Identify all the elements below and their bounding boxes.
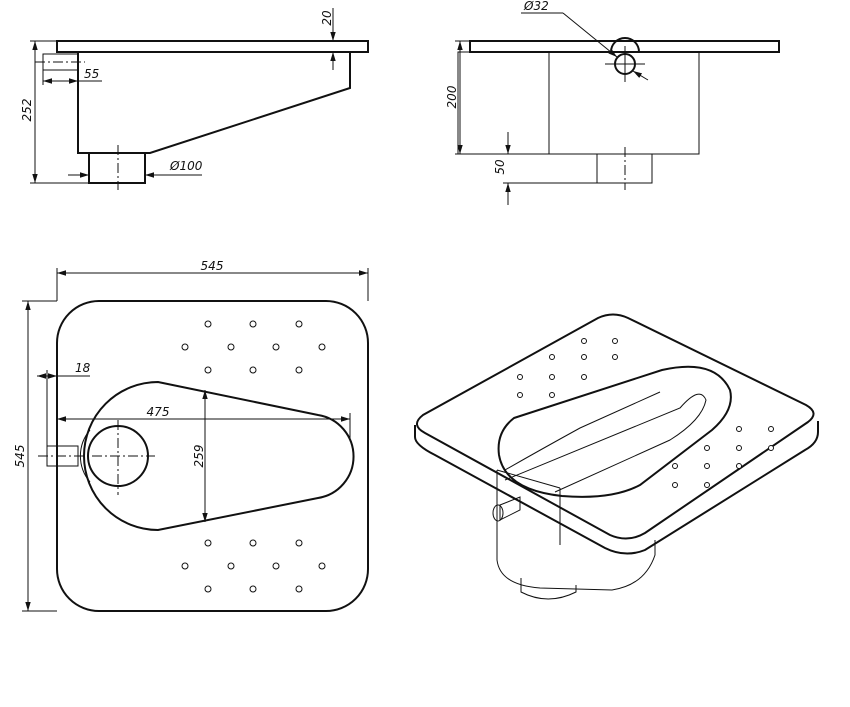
plan-hole [295, 366, 303, 374]
plan-hole [318, 343, 326, 351]
iso-plate-top [416, 313, 815, 540]
plan-hole [318, 562, 326, 570]
iso-hole [736, 426, 742, 432]
iso-hole-group-bottom [672, 426, 774, 488]
iso-drain [520, 578, 577, 600]
iso-bowl-inner [504, 393, 707, 493]
side-body [77, 52, 351, 154]
dim-20-label: 20 [320, 10, 334, 26]
dim-50-label: 50 [493, 159, 507, 175]
iso-bowl-floor [504, 391, 661, 471]
side-view: 20 55 252 Ø100 [20, 8, 369, 190]
iso-hole [704, 463, 710, 469]
iso-inlet-pipe [499, 496, 521, 521]
dim-545d-label: 545 [13, 445, 27, 468]
iso-hole [672, 482, 678, 488]
plan-hole [295, 539, 303, 547]
plan-hole [227, 562, 235, 570]
dim-252-label: 252 [20, 99, 34, 122]
iso-plate-edge [414, 421, 819, 555]
iso-hole [768, 445, 774, 451]
dim-545w-label: 545 [201, 259, 224, 273]
plan-bowl [83, 380, 355, 532]
plan-hole [272, 343, 280, 351]
iso-hole [704, 482, 710, 488]
side-slab [56, 40, 369, 53]
iso-hole [517, 374, 523, 380]
front-view: Ø32 200 50 [445, 0, 780, 205]
dim-18-label: 18 [75, 361, 91, 375]
plan-hole [249, 366, 257, 374]
dim-32-label: Ø32 [523, 0, 549, 13]
iso-hole [612, 354, 618, 360]
plan-hole [249, 539, 257, 547]
front-inlet-arc [610, 37, 640, 53]
plan-hole [249, 585, 257, 593]
dim-32-arrow2 [632, 70, 649, 81]
iso-hole [704, 445, 710, 451]
iso-hole [549, 354, 555, 360]
iso-hole [581, 354, 587, 360]
iso-hole [517, 392, 523, 398]
plan-hole [227, 343, 235, 351]
iso-inlet-end [492, 504, 504, 522]
plan-hole [204, 366, 212, 374]
iso-hole [549, 392, 555, 398]
iso-hole [736, 463, 742, 469]
dim-100-label: Ø100 [169, 159, 203, 173]
plan-hole [272, 562, 280, 570]
iso-bowl-rim [497, 365, 732, 498]
iso-hole [549, 374, 555, 380]
plan-hole-group-top [181, 320, 326, 374]
iso-hole [581, 374, 587, 380]
iso-hole [581, 338, 587, 344]
side-drain-pipe [88, 152, 146, 184]
iso-hole [736, 445, 742, 451]
plan-view: 545 545 18 475 259 [13, 259, 369, 612]
plan-hole [181, 343, 189, 351]
plan-hole [181, 562, 189, 570]
plan-hole-group-bottom [181, 539, 326, 593]
dim-32-leader [562, 12, 618, 58]
dim-475-label: 475 [147, 405, 170, 419]
iso-hole-group-top [517, 338, 618, 398]
plan-hole [295, 585, 303, 593]
plan-hole [204, 320, 212, 328]
iso-hole [768, 426, 774, 432]
dim-259-label: 259 [192, 445, 206, 468]
plan-hole [295, 320, 303, 328]
plan-hole [204, 585, 212, 593]
iso-hole [672, 463, 678, 469]
iso-hole [612, 338, 618, 344]
plan-hole [204, 539, 212, 547]
dim-200-label: 200 [445, 85, 459, 108]
dim-55-label: 55 [84, 67, 99, 81]
isometric-view [414, 313, 819, 600]
front-body [457, 51, 700, 155]
plan-hole [249, 320, 257, 328]
